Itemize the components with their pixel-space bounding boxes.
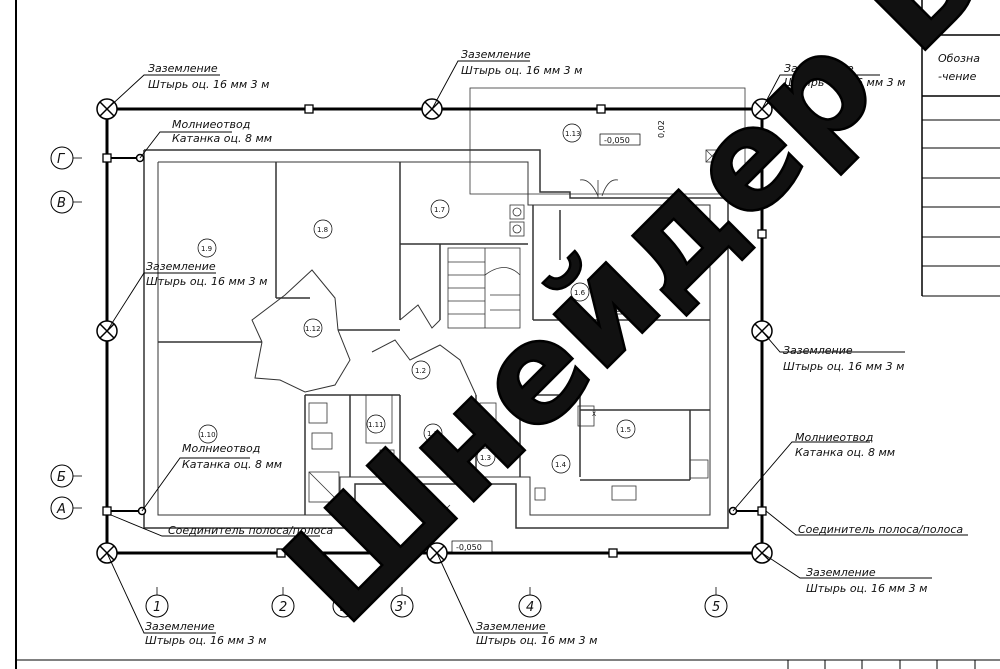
axis-label: 1 [153,600,161,615]
room-number: 1.5 [620,426,631,434]
axis-label: В [57,196,66,211]
axis-label: 5 [712,600,720,615]
ground-callout-title: Заземление [806,566,876,579]
rod-callout-spec: Катанка оц. 8 мм [172,132,272,145]
ground-callout-spec: Штырь оц. 16 мм 3 м [145,634,266,647]
room-number: 1.12 [305,325,321,333]
ground-callout-spec: Штырь оц. 16 мм 3 м [461,64,582,77]
axis-label: Б [57,470,66,485]
axis-label: 4 [526,600,534,615]
ground-callout-title: Заземление [146,260,216,273]
connector-callout: Соединитель полоса/полоса [168,524,333,537]
ground-callout-spec: Штырь оц. 16 мм 3 м [806,582,927,595]
axis-label: Г [57,152,66,167]
level-mark: -0,050 [604,136,630,145]
lightning-rod-wires [107,157,762,512]
room-number: 1.1 [427,430,438,438]
slope-mark: 0,02 [657,120,666,138]
building-outline [143,149,729,529]
level-mark: -0,050 [456,543,482,552]
axis-label: 2 [279,600,287,615]
ground-callout-title: Заземление [145,620,215,633]
rod-callout-title: Молниеотвод [172,118,250,131]
fridge-label: Х [592,411,596,418]
room-markers [197,123,636,474]
watermark: Шнейдер В. [254,0,1000,653]
rod-callout-title: Молниеотвод [795,431,873,444]
axis-bubbles [50,146,728,618]
rod-callout-spec: Катанка оц. 8 мм [795,446,895,459]
axis-label: А [56,502,66,517]
room-number: 1.3 [480,454,491,462]
connector-squares [102,104,767,558]
room-number: 1.7 [434,206,445,214]
axis-label: 3 [340,600,348,615]
title-block [921,0,1000,297]
ground-callout-title: Заземление [783,344,853,357]
room-number: 1.8 [317,226,328,234]
room-number: 1.13 [565,130,581,138]
room-number: 1.9 [201,245,212,253]
rod-callout-title: Молниеотвод [182,442,260,455]
staircase [447,247,521,329]
room-number: 1.2 [415,367,426,375]
axis-label: 3' [395,600,407,615]
ground-callout-spec: Штырь оц. 16 мм 3 м [476,634,597,647]
ground-callout-spec: Штырь оц. 16 мм 3 м [148,78,269,91]
ground-callout-spec: Штырь оц. 16 мм 3 м [146,275,267,288]
room-number: 1.10 [200,431,216,439]
ground-callout-title: Заземление [784,62,854,75]
rod-callout-spec: Катанка оц. 8 мм [182,458,282,471]
connector-callout: Соединитель полоса/полоса [798,523,963,536]
ground-callout-spec: Штырь оц. 16 мм 3 м [784,76,905,89]
ground-callout-title: Заземление [476,620,546,633]
level-mark: 0,000 [608,305,631,314]
ground-callout-title: Заземление [148,62,218,75]
title-block-header-2: -чение [938,70,977,83]
room-number: 1.6 [574,289,586,297]
title-block-header-1: Обозна [938,52,980,65]
washer-label: Сан.м [381,451,387,466]
room-number: 1.11 [368,421,384,429]
bottom-stamp-grid [787,660,976,669]
fixtures [308,204,709,503]
leader-lines [106,60,968,634]
room-number: 1.4 [555,461,567,469]
ground-callout-title: Заземление [461,48,531,61]
ground-callout-spec: Штырь оц. 16 мм 3 м [783,360,904,373]
